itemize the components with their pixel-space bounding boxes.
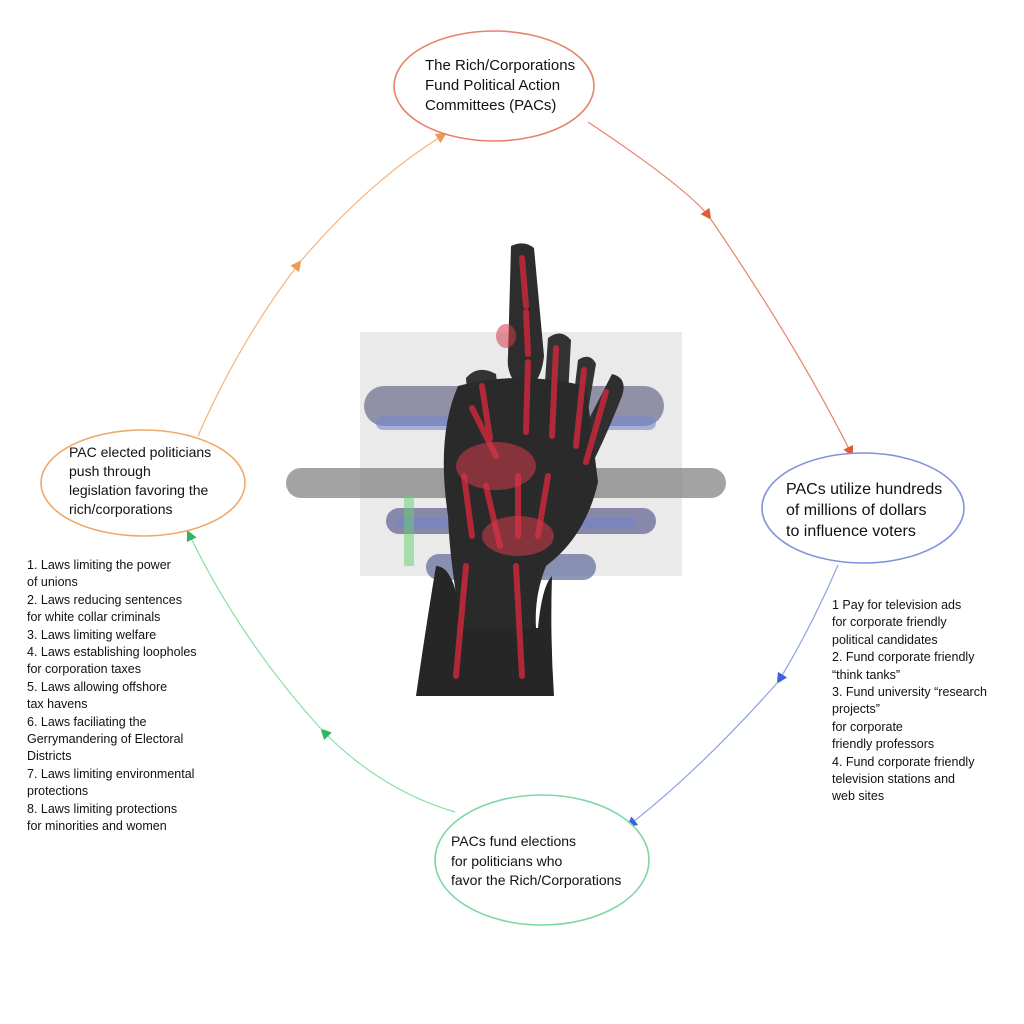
arrow-right-to-bottom [626,564,839,828]
voter-influence-list-line: “think tanks” [832,667,901,682]
voter-influence-list-line: 4. Fund corporate friendly [832,754,975,769]
legislation-list-line: 8. Laws limiting protections [27,801,178,816]
legislation-list-line: tax havens [27,697,88,712]
x-ray-hand-image [286,236,726,696]
voter-influence-list-line: 3. Fund university “research [832,685,987,700]
voter-influence-list-line: for corporate friendly [832,615,947,630]
legislation-list-line: 1. Laws limiting the power [27,558,171,572]
legislation-list-line: 3. Laws limiting welfare [27,627,157,642]
voter-influence-list-line: 1 Pay for television ads [832,598,962,612]
legislation-list-line: 2. Laws reducing sentences [27,592,182,607]
node-right-label: PACs utilize hundreds of millions of dol… [786,481,943,540]
arrow-top-to-right [587,121,854,457]
voter-influence-list-line: projects” [832,702,880,717]
node-bottom-label: PACs fund elections for politicians who … [451,833,622,888]
voter-influence-list-line: for corporate [832,719,903,734]
node-left-ellipse [40,429,246,537]
legislation-list-line: Districts [27,749,72,764]
legislation-list-line: for corporation taxes [27,662,141,677]
legislation-list-line: 6. Laws faciliating the [27,714,147,729]
node-top-ellipse [393,30,595,142]
voter-influence-list-line: web sites [832,789,885,804]
node-bottom-ellipse [434,794,650,926]
legislation-list-line: Gerrymandering of Electoral [27,732,184,747]
voter-influence-list-line: television stations and [832,772,955,787]
legislation-list-line: for minorities and women [27,819,167,834]
legislation-list-line: 4. Laws establishing loopholes [27,645,197,660]
legislation-list-line: 7. Laws limiting environmental [27,766,195,781]
voter-influence-list: 1 Pay for television ads for corporate fr… [832,597,1017,806]
voter-influence-list-line: political candidates [832,632,938,647]
legislation-list: 1. Laws limiting the power of unions 2. La… [27,557,227,836]
node-left-label: PAC elected politicians push through leg… [69,444,212,517]
legislation-list-line: 5. Laws allowing offshore [27,679,168,694]
voter-influence-list-line: 2. Fund corporate friendly [832,650,975,665]
node-right-ellipse [761,452,965,564]
legislation-list-line: of unions [27,575,78,590]
node-top-label: The Rich/Corporations Fund Political Act… [425,57,576,114]
legislation-list-line: protections [27,784,89,799]
voter-influence-list-line: friendly professors [832,737,935,752]
arrow-bottom-to-left [186,530,456,813]
legislation-list-line: for white collar criminals [27,610,161,625]
arrow-left-to-top [197,132,447,437]
